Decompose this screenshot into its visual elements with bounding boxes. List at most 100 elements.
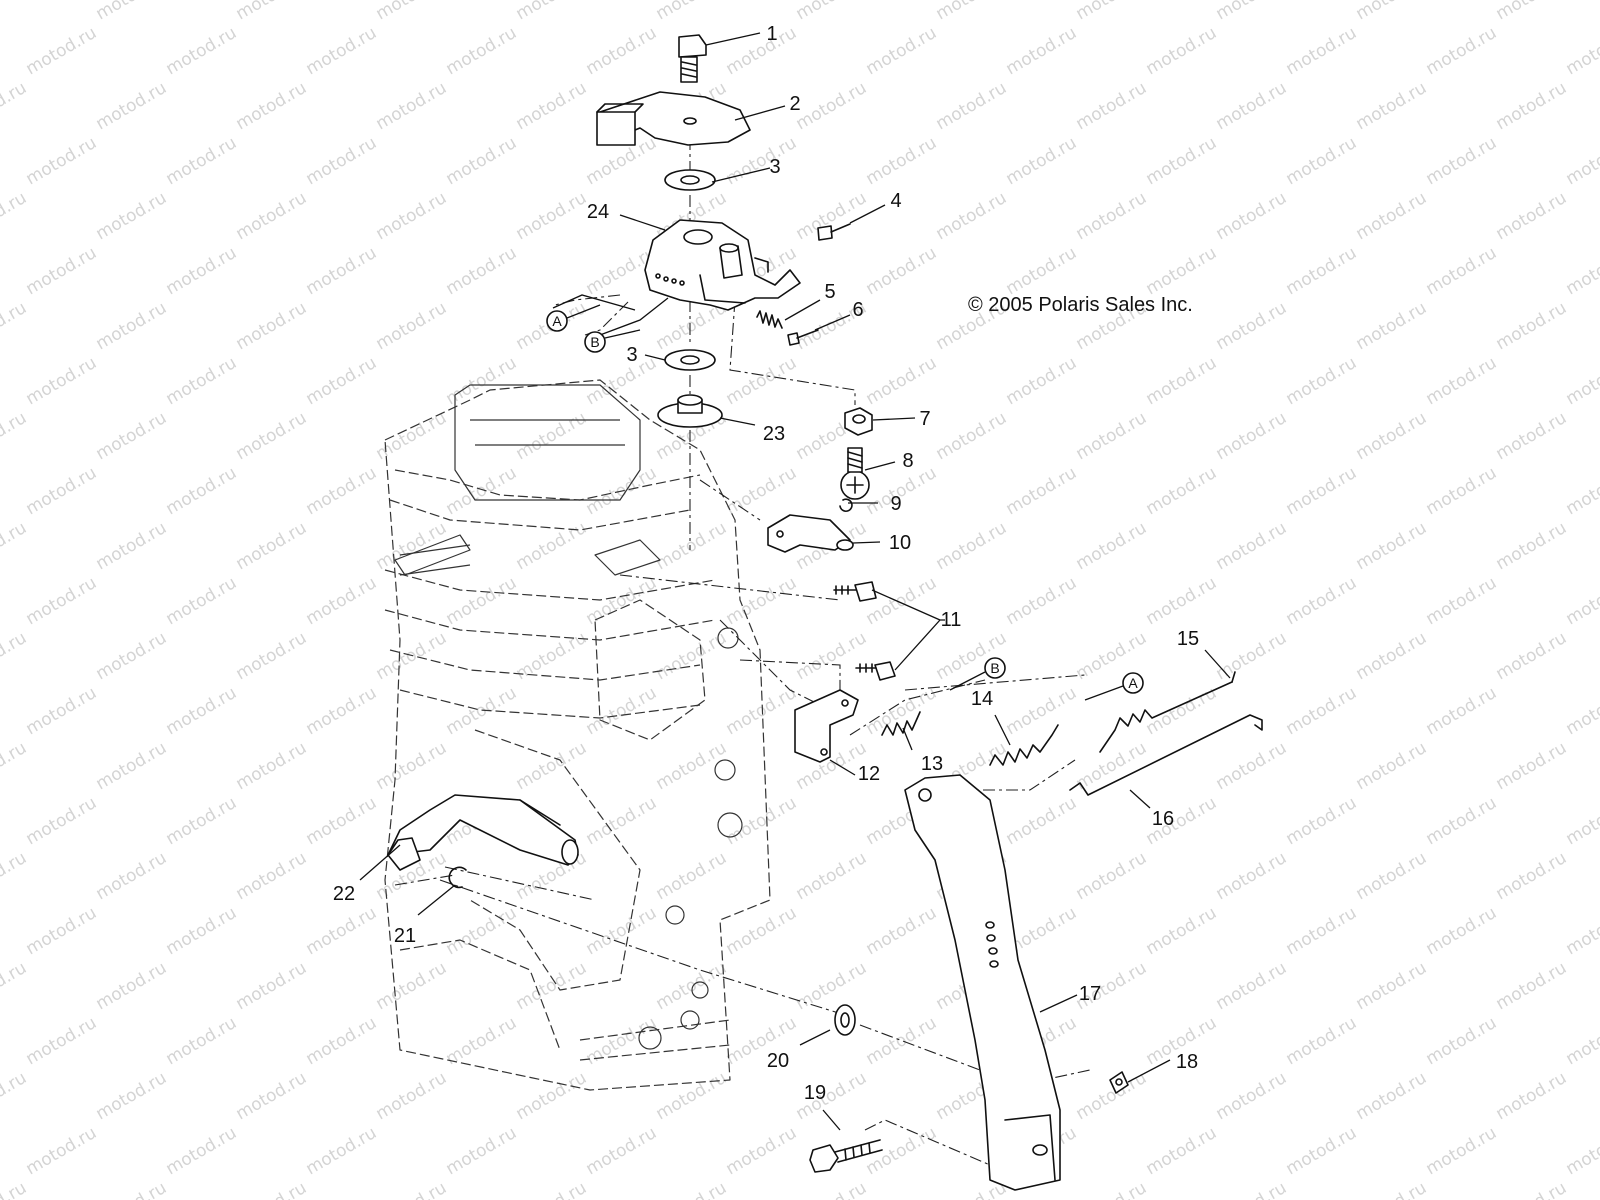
watermark-text: motod.ru [1493,298,1571,354]
watermark-text: motod.ru [163,353,241,409]
watermark-text: motod.ru [1073,738,1151,794]
watermark-text: motod.ru [93,848,171,904]
copyright-text: © 2005 Polaris Sales Inc. [968,294,1193,316]
callout-labels: 1 2 3 24 4 5 6 3 23 7 8 9 10 11 12 13 14… [333,23,1199,1104]
watermark-text: motod.ru [233,408,311,464]
watermark-text: motod.ru [583,1123,661,1179]
watermark-text: motod.ru [93,1068,171,1124]
watermark-text: motod.ru [23,23,101,79]
watermark-text: motod.ru [163,903,241,959]
watermark-text: motod.ru [1213,518,1291,574]
watermark-text: motod.ru [583,1013,661,1069]
callout-20: 20 [767,1050,789,1072]
eclip-part-9 [839,498,853,513]
watermark-text: motod.ru [233,958,311,1014]
watermark-text: motod.ru [93,408,171,464]
ref-marker-b-right: B [984,657,1006,679]
watermark-text: motod.ru [163,1013,241,1069]
watermark-text: motod.ru [0,738,30,794]
watermark-text: motod.ru [1283,683,1361,739]
watermark-text: motod.ru [1143,243,1221,299]
watermark-text: motod.ru [373,78,451,134]
watermark-text: motod.ru [1423,133,1501,189]
watermark-text: motod.ru [0,848,30,904]
governor-arm-part-24 [644,219,801,311]
watermark-text: motod.ru [653,1178,731,1200]
watermark-text: motod.ru [1213,78,1291,134]
watermark-text: motod.ru [1353,628,1431,684]
watermark-text: motod.ru [23,793,101,849]
watermark-text: motod.ru [1423,793,1501,849]
watermark-text: motod.ru [1563,353,1600,409]
callout-11: 11 [941,609,962,631]
watermark-text: motod.ru [1493,738,1571,794]
watermark-text: motod.ru [373,408,451,464]
watermark-text: motod.ru [163,573,241,629]
svg-text:B: B [990,660,999,676]
watermark-text: motod.ru [1563,903,1600,959]
watermark-text: motod.ru [1493,958,1571,1014]
watermark-text: motod.ru [1073,408,1151,464]
watermark-text: motod.ru [1003,793,1081,849]
watermark-text: motod.ru [443,903,521,959]
watermark-text: motod.ru [723,573,801,629]
watermark-text: motod.ru [1353,1068,1431,1124]
watermark-text: motod.ru [1143,1123,1221,1179]
watermark-text: motod.ru [1283,463,1361,519]
watermark-text: motod.ru [1353,78,1431,134]
watermark-text: motod.ru [1493,848,1571,904]
watermark-text: motod.ru [863,353,941,409]
bolts-part-11 [833,581,896,681]
watermark-text: motod.ru [1283,23,1361,79]
watermark-text: motod.ru [863,573,941,629]
watermark-text: motod.ru [1563,1013,1600,1069]
watermark-text: motod.ru [1003,683,1081,739]
watermark-text: motod.ru [0,1068,30,1124]
callout-23: 23 [763,423,785,445]
watermark-text: motod.ru [93,958,171,1014]
watermark-text: motod.ru [513,78,591,134]
bolt-part-1 [678,34,707,83]
watermark-text: motod.ru [1423,1013,1501,1069]
watermark-text: motod.ru [1353,0,1431,24]
callout-3-lower: 3 [626,344,637,366]
callout-10: 10 [889,532,911,554]
watermark-text: motod.ru [373,188,451,244]
watermark-text: motod.ru [23,683,101,739]
watermark-text: motod.ru [653,0,731,24]
watermark-text: motod.ru [23,463,101,519]
watermark-text: motod.ru [513,188,591,244]
watermark-text: motod.ru [0,0,30,24]
spring-rod-part-15 [1099,671,1236,753]
watermark-text: motod.ru [723,793,801,849]
watermark-text: motod.ru [93,78,171,134]
watermark-text: motod.ru [1283,1123,1361,1179]
watermark-text: motod.ru [1213,628,1291,684]
watermark-text: motod.ru [583,683,661,739]
callout-8: 8 [902,450,913,472]
watermark-text: motod.ru [653,958,731,1014]
watermark-text: motod.ru [1003,353,1081,409]
watermark-text: motod.ru [1353,188,1431,244]
watermark-text: motod.ru [1213,1178,1291,1200]
watermark-text: motod.ru [1213,848,1291,904]
watermark-text: motod.ru [163,133,241,189]
watermark-text: motod.ru [863,243,941,299]
watermark-text: motod.ru [1353,848,1431,904]
watermark-text: motod.ru [1423,903,1501,959]
watermark-text: motod.ru [1283,903,1361,959]
bushing-part-23 [657,394,723,428]
callout-13: 13 [921,753,943,775]
watermark-text: motod.ru [793,848,871,904]
bracket-plate-part-12 [794,689,859,763]
reference-markers: A B B A [546,304,1144,701]
washer-part-20 [834,1004,856,1036]
watermark-text: motod.ru [93,628,171,684]
watermark-text: motod.ru [1003,133,1081,189]
watermark-text: motod.ru [93,518,171,574]
svg-text:A: A [552,313,562,329]
watermark-text: motod.ru [723,353,801,409]
watermark-text: motod.ru [233,1178,311,1200]
watermark-text: motod.ru [0,628,30,684]
watermark-text: motod.ru [373,0,451,24]
